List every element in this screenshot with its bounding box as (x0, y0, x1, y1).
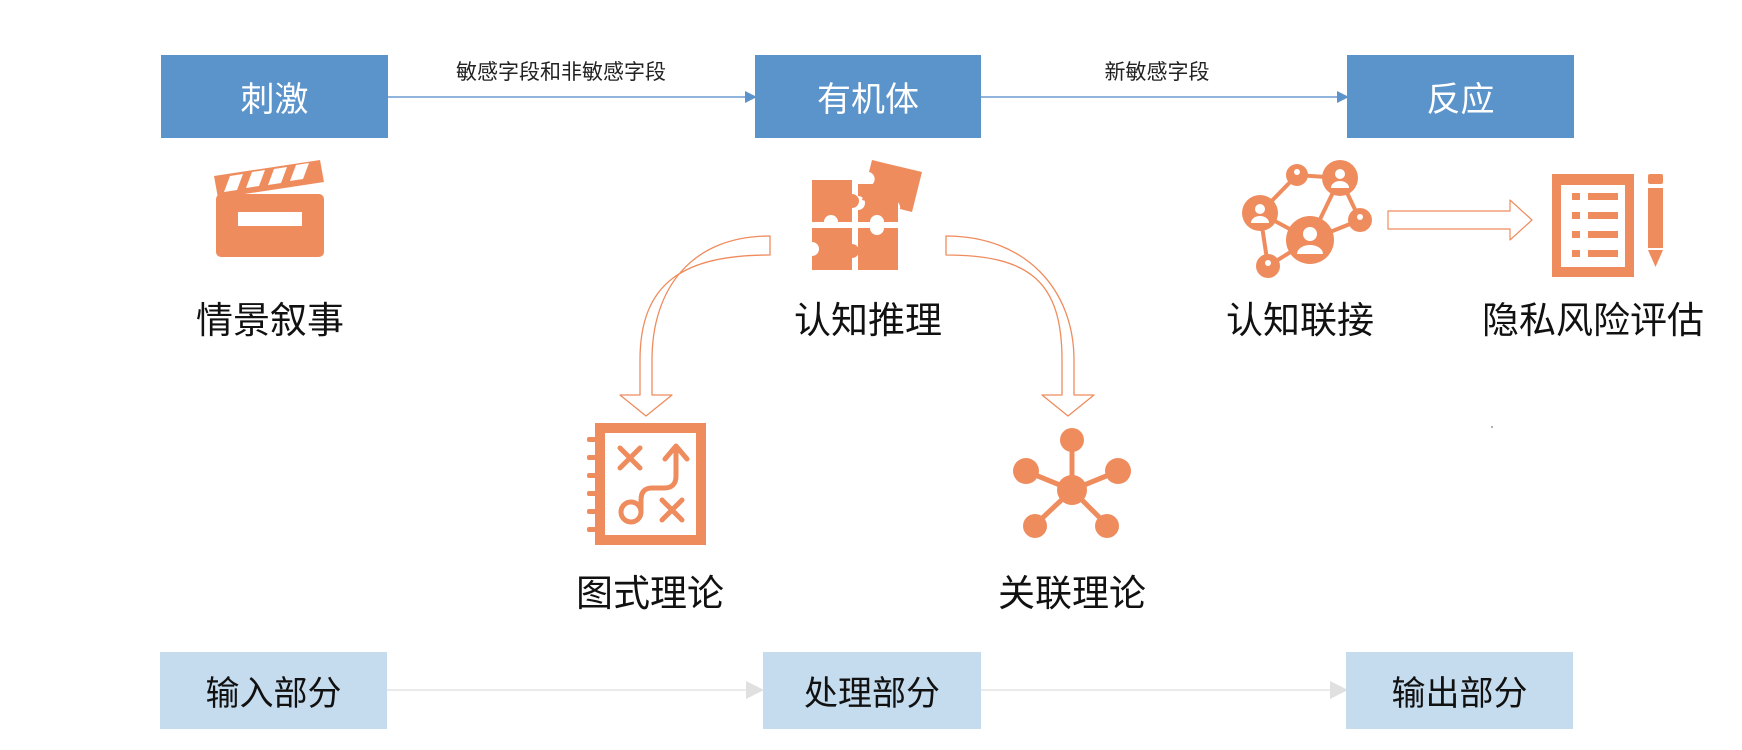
stray-dot (1491, 426, 1493, 428)
stimulus-label: 刺激 (240, 80, 309, 120)
curved-arrow-to-relevance-theory (945, 235, 1095, 417)
organism-box: 有机体 (755, 55, 981, 138)
output-part-box: 输出部分 (1346, 652, 1573, 729)
edge-label-stimulus-organism: 敏感字段和非敏感字段 (456, 60, 666, 84)
label-relevance-theory: 关联理论 (998, 572, 1146, 615)
label-cognitive-linking: 认知联接 (1226, 299, 1374, 342)
processing-part-label: 处理部分 (804, 674, 940, 714)
response-label: 反应 (1426, 80, 1495, 120)
edge-label-organism-response: 新敏感字段 (1104, 60, 1210, 84)
response-box: 反应 (1347, 55, 1574, 138)
input-part-box: 输入部分 (160, 652, 387, 729)
output-part-label: 输出部分 (1391, 674, 1528, 714)
label-privacy-risk-assessment: 隐私风险评估 (1482, 299, 1704, 342)
input-part-label: 输入部分 (205, 674, 342, 714)
organism-label: 有机体 (817, 80, 919, 120)
curved-arrow-to-schema-theory (619, 235, 771, 417)
label-scenario-narrative: 情景叙事 (196, 299, 344, 342)
label-schema-theory: 图式理论 (576, 572, 724, 615)
stimulus-box: 刺激 (161, 55, 388, 138)
label-cognitive-reasoning: 认知推理 (794, 299, 942, 342)
processing-part-box: 处理部分 (763, 652, 981, 729)
arrow-linking-to-assessment (1387, 199, 1533, 241)
